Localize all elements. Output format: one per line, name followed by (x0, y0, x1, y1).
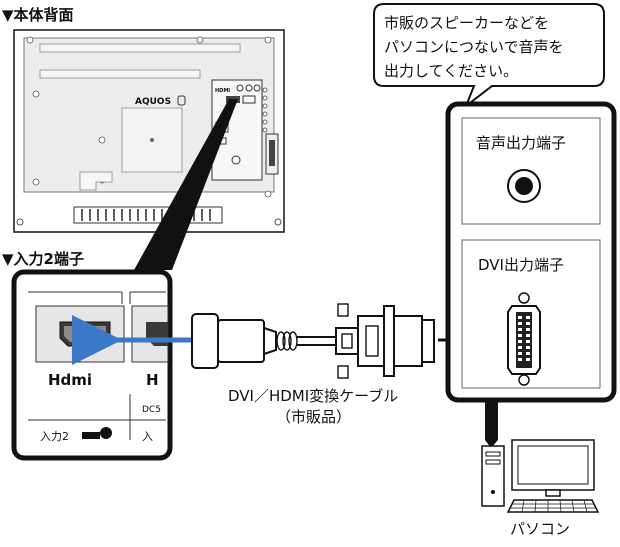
pc-illustration (481, 439, 600, 513)
input2-title: ▼入力2端子 (2, 250, 84, 268)
dvi-output-port (507, 292, 541, 386)
callout-line-1: 市販のスピーカーなどを (384, 14, 549, 32)
tv-back-panel: AQUOS HDMI (13, 29, 285, 233)
back-view-title: ▼本体背面 (2, 6, 74, 24)
cable-note: （市販品） (276, 408, 351, 426)
small-hdmi-logo: HDMI (215, 88, 230, 94)
audio-port-label: 音声出力端子 (476, 134, 566, 152)
audio-output-jack (507, 169, 541, 203)
callout-line-3: 出力してください。 (384, 62, 518, 80)
input-label-partial: 入 (142, 430, 153, 443)
callout-line-2: パソコンにつないで音声を (384, 38, 564, 56)
hdmi-logo-partial: H (146, 371, 159, 389)
pc-rear-panel (445, 101, 617, 403)
dc-label: DC5 (142, 405, 161, 415)
dvi-port-label: DVI出力端子 (478, 256, 564, 274)
speaker-callout (373, 3, 605, 110)
cable-name: DVI／HDMI変換ケーブル (228, 387, 398, 405)
dvi-hdmi-cable (191, 303, 435, 379)
brand-logo: AQUOS (135, 97, 171, 107)
input2-port-label: 入力2 (40, 430, 69, 443)
pc-pointer (485, 398, 498, 448)
hdmi-logo: Hdmi (48, 371, 92, 389)
zoom-pointer (134, 99, 238, 270)
input2-number: 2 (103, 430, 109, 440)
input2-terminal-closeup: Hdmi H DC5 入力2 2 入 (11, 269, 173, 461)
pc-label: パソコン (510, 520, 570, 538)
